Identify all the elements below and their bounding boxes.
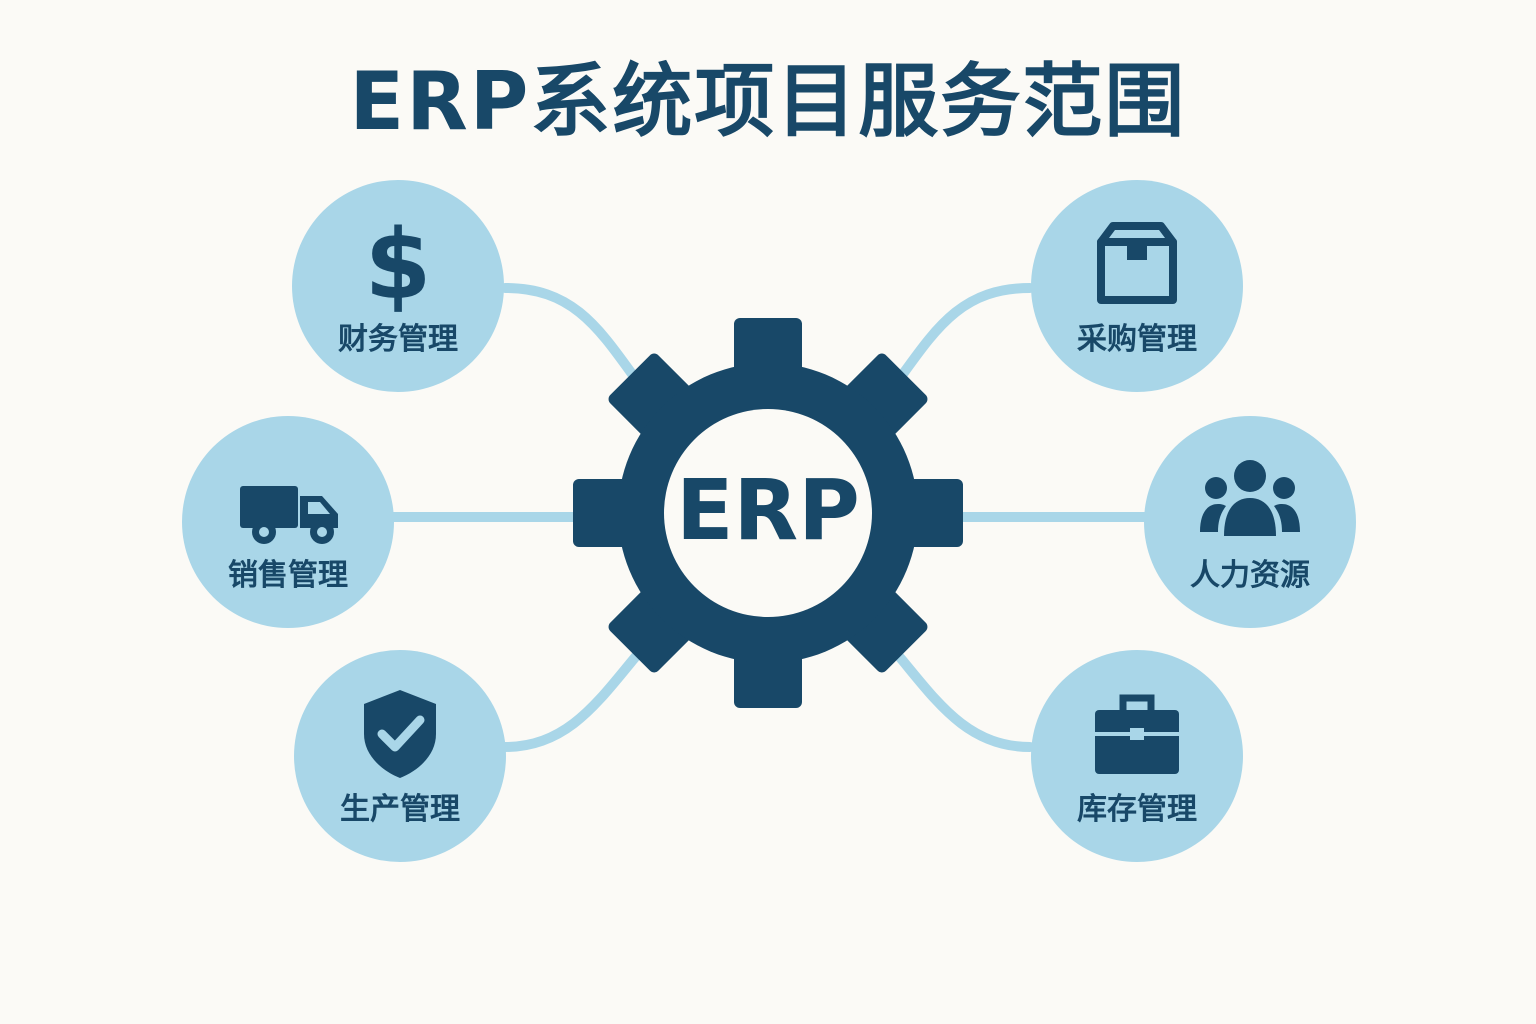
connector-inventory — [880, 635, 1035, 752]
shield-check-icon — [364, 690, 436, 778]
box-icon — [1097, 222, 1177, 304]
module-purchasing: 采购管理 — [1031, 180, 1243, 392]
module-sales: 销售管理 — [182, 416, 394, 628]
module-label: 人力资源 — [1190, 558, 1310, 593]
svg-text:$: $ — [365, 212, 432, 312]
erp-center-label: ERP — [676, 461, 860, 559]
module-label: 生产管理 — [340, 792, 460, 827]
module-label: 销售管理 — [228, 558, 348, 593]
people-icon — [1200, 460, 1300, 536]
connector-production — [500, 635, 655, 752]
module-label: 财务管理 — [338, 322, 458, 357]
gear-icon — [573, 318, 963, 708]
truck-icon — [240, 486, 338, 544]
module-hr: 人力资源 — [1144, 416, 1356, 628]
page-title: ERP系统项目服务范围 — [349, 55, 1187, 148]
module-label: 库存管理 — [1077, 792, 1197, 827]
module-production: 生产管理 — [294, 650, 506, 862]
connector-finance — [500, 283, 645, 390]
dollar-icon: $ — [365, 212, 432, 312]
module-finance: $ 财务管理 — [292, 180, 504, 392]
briefcase-icon — [1095, 694, 1179, 774]
connector-purchasing — [890, 283, 1035, 390]
module-label: 采购管理 — [1077, 322, 1197, 357]
module-inventory: 库存管理 — [1031, 650, 1243, 862]
